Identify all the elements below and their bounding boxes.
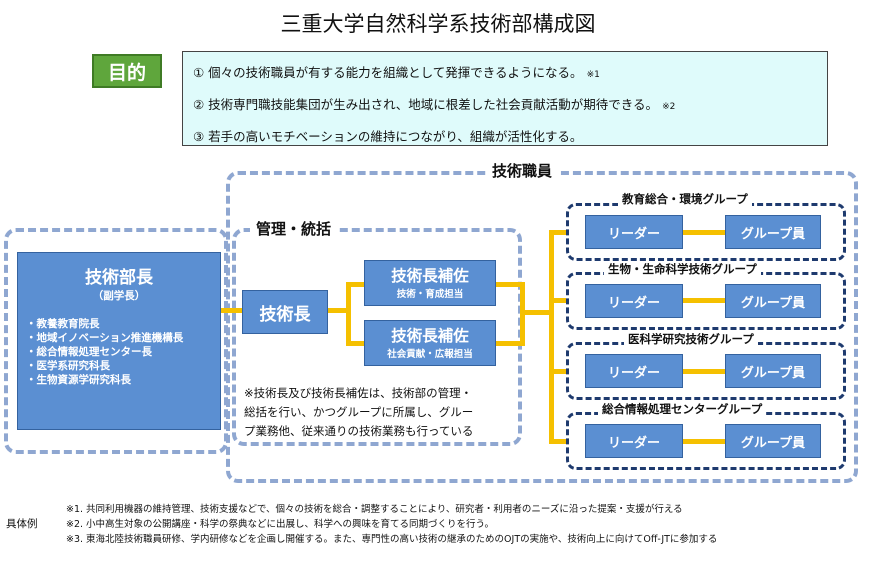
- connector: [346, 282, 364, 287]
- purpose-item: ③ 若手の高いモチベーションの維持につながり、組織が活性化する。: [193, 122, 817, 154]
- assistant-title: 技術長補佐: [391, 327, 469, 345]
- footnote-line: ※1. 共同利用機器の維持管理、技術支援などで、個々の技術を総合・調整することに…: [66, 504, 683, 515]
- director-title: 技術部長: [85, 268, 153, 288]
- chief-box: 技術長: [242, 290, 328, 334]
- purpose-item-text: ② 技術専門職技能集団が生み出され、地域に根差した社会貢献活動が期待できる。: [193, 97, 659, 112]
- director-member: ・生物資源学研究科長: [26, 374, 131, 386]
- connector: [522, 310, 552, 315]
- group-name: 生物・生命科学技術グループ: [604, 261, 761, 277]
- staff-label: 技術職員: [486, 160, 559, 181]
- group-name: 教育総合・環境グループ: [618, 191, 752, 207]
- member-box: グループ員: [725, 424, 821, 458]
- purpose-tag: 目的: [92, 54, 162, 88]
- connector: [220, 308, 244, 313]
- leader-box: リーダー: [585, 284, 683, 318]
- management-note: ※技術長及び技術長補佐は、技術部の管理・ 総括を行い、かつグループに所属し、グル…: [244, 384, 514, 441]
- connector: [496, 341, 522, 346]
- note-line: プ業務他、従来通りの技術業務も行っている: [244, 424, 474, 438]
- footnote-line: ※3. 東海北陸技術職員研修、学内研修などを企画し開催する。また、専門性の高い技…: [66, 534, 718, 545]
- footnotes: ※1. 共同利用機器の維持管理、技術支援などで、個々の技術を総合・調整することに…: [66, 502, 866, 547]
- connector: [549, 230, 554, 444]
- member-box: グループ員: [725, 354, 821, 388]
- connector: [346, 282, 351, 346]
- assistant-sub: 社会貢献・広報担当: [387, 349, 473, 360]
- connector: [683, 439, 725, 444]
- purpose-item-ref: ※2: [662, 102, 676, 112]
- management-label: 管理・統括: [250, 218, 338, 239]
- director-member: ・医学系研究科長: [26, 360, 110, 372]
- leader-box: リーダー: [585, 215, 683, 249]
- note-line: ※技術長及び技術長補佐は、技術部の管理・: [244, 386, 473, 400]
- purpose-item: ① 個々の技術職員が有する能力を組織として発揮できるようになる。※1: [193, 58, 817, 90]
- purpose-item-text: ① 個々の技術職員が有する能力を組織として発揮できるようになる。: [193, 65, 583, 80]
- footnote-label: 具体例: [6, 518, 38, 530]
- page-title: 三重大学自然科学系技術部構成図: [280, 12, 596, 36]
- member-box: グループ員: [725, 284, 821, 318]
- purpose-item-text: ③ 若手の高いモチベーションの維持につながり、組織が活性化する。: [193, 129, 583, 144]
- director-container: [4, 228, 228, 454]
- leader-box: リーダー: [585, 354, 683, 388]
- purpose-item: ② 技術専門職技能集団が生み出され、地域に根差した社会貢献活動が期待できる。※2: [193, 90, 817, 122]
- connector: [328, 308, 348, 313]
- purpose-item-ref: ※1: [586, 70, 600, 80]
- assistant-box: 技術長補佐 社会貢献・広報担当: [364, 320, 496, 366]
- group-name: 医科学研究技術グループ: [624, 331, 758, 347]
- assistant-sub: 技術・育成担当: [396, 289, 464, 300]
- director-box: 技術部長 （副学長） ・教養教育院長 ・地域イノベーション推進機構長 ・総合情報…: [17, 252, 221, 430]
- director-member: ・教養教育院長: [26, 318, 100, 330]
- purpose-box: ① 個々の技術職員が有する能力を組織として発揮できるようになる。※1 ② 技術専…: [182, 51, 828, 146]
- director-member: ・地域イノベーション推進機構長: [26, 332, 184, 344]
- member-box: グループ員: [725, 215, 821, 249]
- footnote-line: ※2. 小中高生対象の公開講座・科学の祭典などに出展し、科学への興味を育てる同期…: [66, 519, 494, 530]
- leader-box: リーダー: [585, 424, 683, 458]
- assistant-box: 技術長補佐 技術・育成担当: [364, 260, 496, 306]
- note-line: 総括を行い、かつグループに所属し、グルー: [244, 405, 474, 419]
- connector: [683, 369, 725, 374]
- director-member: ・総合情報処理センター長: [26, 346, 152, 358]
- director-subtitle: （副学長）: [92, 290, 146, 302]
- connector: [496, 282, 522, 287]
- assistant-title: 技術長補佐: [391, 267, 469, 285]
- connector: [346, 341, 364, 346]
- connector: [683, 230, 725, 235]
- connector: [683, 298, 725, 303]
- group-name: 総合情報処理センターグループ: [598, 401, 767, 417]
